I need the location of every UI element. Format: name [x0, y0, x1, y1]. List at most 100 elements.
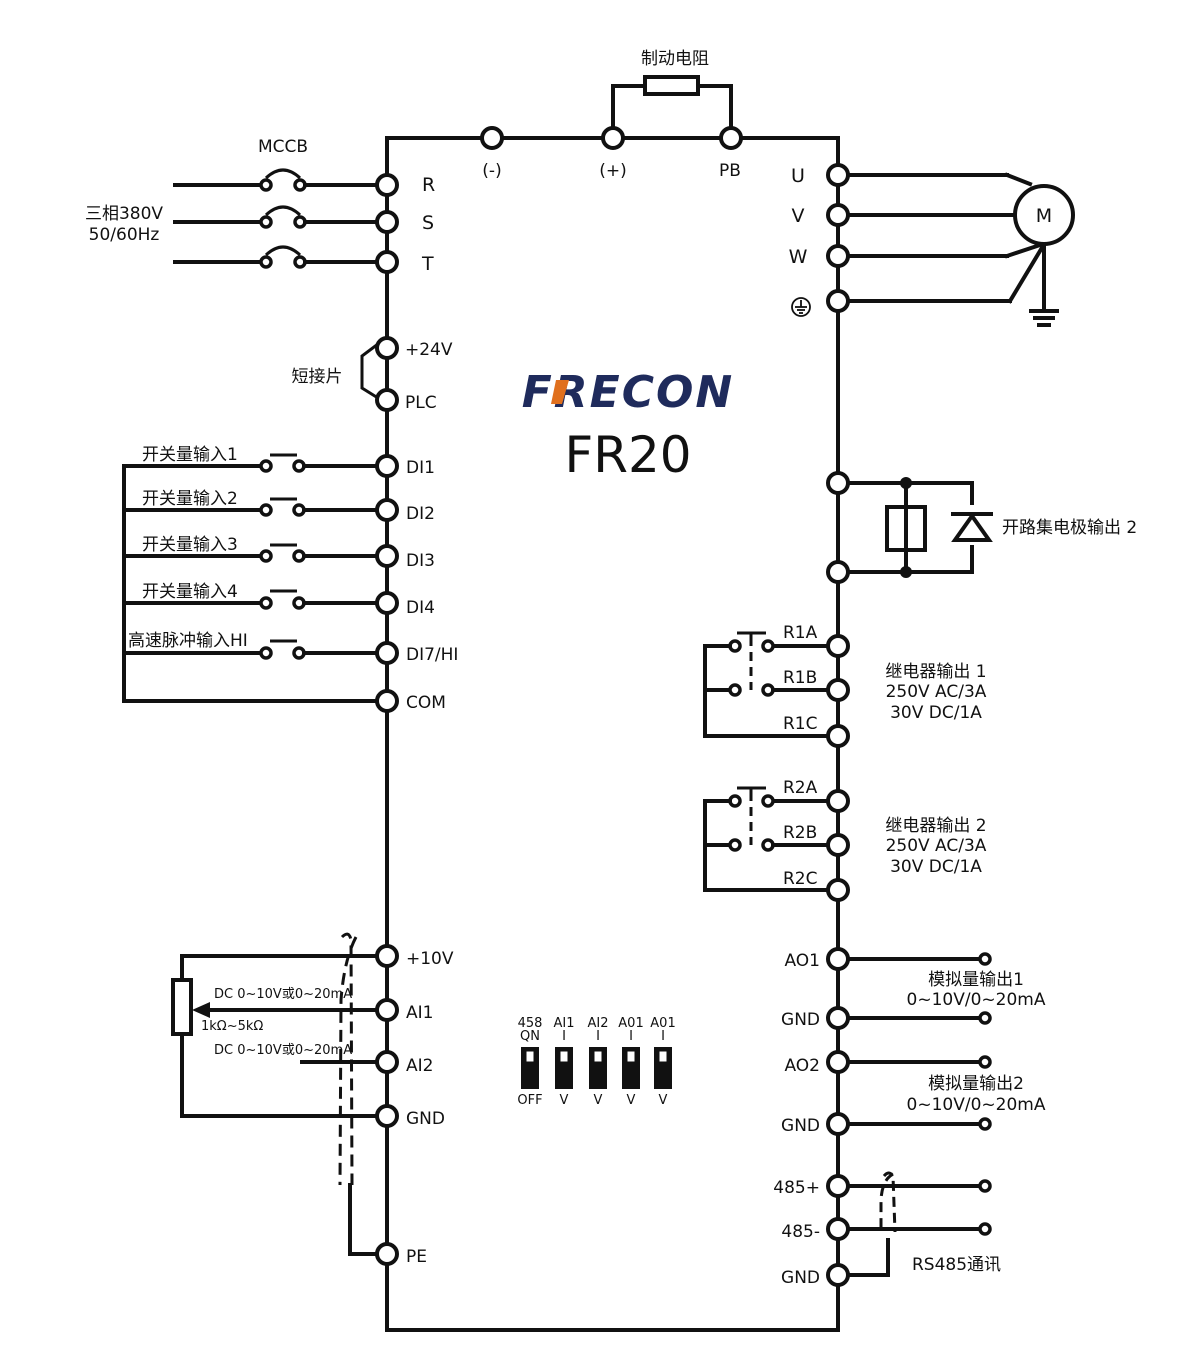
di3-label: 开关量输入3: [142, 535, 238, 555]
dip-label-bottom: V: [659, 1093, 668, 1108]
ai2-signal-label: DC 0~10V或0~20mA: [214, 1043, 352, 1058]
dip-label-sub: QN: [520, 1029, 540, 1044]
logo-accent: [551, 380, 569, 404]
brake-resistor: [643, 75, 700, 96]
relay-2-rating-ac: 250V AC/3A: [886, 836, 987, 856]
di-row: 开关量输入4 DI4: [122, 582, 435, 618]
pot-range-label: 1kΩ~5kΩ: [201, 1019, 263, 1034]
terminal-gnd-left-label: GND: [406, 1109, 445, 1129]
terminal-di3: [375, 544, 399, 568]
terminal-t-label: T: [421, 253, 434, 275]
di2-terminal-label: DI2: [406, 504, 435, 524]
terminal-ai2: [375, 1050, 399, 1074]
dip-switch[interactable]: A01 I V: [618, 1016, 643, 1108]
di-row: 高速脉冲输入HI DI7/HI: [122, 631, 458, 665]
dip-label-top: AI2: [588, 1016, 609, 1031]
terminal-gnd-left: [375, 1104, 399, 1128]
ground-icon: [1029, 242, 1059, 327]
terminal-gnd-ao1: [826, 1006, 850, 1030]
terminal-r1c: [826, 724, 850, 748]
dip-switch[interactable]: 458 QN OFF: [517, 1016, 542, 1108]
relay-1-section: R1A R1B R1C 继电器输出 1 250V AC/3A 30V DC/1A: [703, 623, 987, 748]
ao2-title: 模拟量输出2: [928, 1074, 1024, 1094]
dip-label-sub: I: [661, 1029, 665, 1044]
motor-output-section: M U V W: [789, 163, 1075, 327]
rs485-section: 485+ 485- GND RS485通讯: [773, 1171, 1001, 1288]
terminal-r2a: [826, 789, 850, 813]
di4-label: 开关量输入4: [142, 582, 238, 602]
ao2-gnd-label: GND: [781, 1116, 820, 1136]
terminal-pb: [719, 126, 743, 150]
supply-label-2: 50/60Hz: [89, 225, 160, 245]
mains-input-section: MCCB 三相380V 50/60Hz R S T: [85, 137, 435, 275]
terminal-r: [375, 173, 399, 197]
terminal-di4: [375, 591, 399, 615]
terminal-485-plus: [826, 1174, 850, 1198]
terminal-w-label: W: [789, 246, 808, 268]
potentiometer: [171, 978, 193, 1036]
terminal-485-minus: [826, 1217, 850, 1241]
terminal-ao1: [826, 947, 850, 971]
di7-terminal-label: DI7/HI: [406, 645, 458, 665]
ao1-range: 0~10V/0~20mA: [907, 990, 1046, 1010]
terminal-r2c: [826, 878, 850, 902]
terminal-dc-minus: [480, 126, 504, 150]
motor-label: M: [1036, 205, 1052, 227]
terminal-r-label: R: [422, 174, 435, 196]
terminal-v-label: V: [792, 205, 805, 227]
digital-input-section: COM 开关量输入1 DI1 开关量输入2 DI2 开关量输入3: [122, 445, 458, 713]
485-minus-label: 485-: [781, 1222, 820, 1242]
terminal-s-label: S: [422, 212, 434, 234]
terminal-u: [826, 163, 850, 187]
terminal-com-label: COM: [406, 693, 446, 713]
di3-terminal-label: DI3: [406, 551, 435, 571]
di7-label: 高速脉冲输入HI: [128, 631, 248, 651]
diode-icon: [950, 505, 994, 545]
analog-output-section: AO1 GND AO2 GND 模拟量输出1 0~10V/0~20mA 模拟量输…: [781, 947, 1046, 1136]
terminal-pb-label: PB: [719, 161, 741, 181]
dip-label-bottom: V: [594, 1093, 603, 1108]
terminal-10v-label: +10V: [406, 949, 454, 969]
dip-switch[interactable]: A01 I V: [650, 1016, 675, 1108]
terminal-pe-label: PE: [406, 1247, 427, 1267]
r1c-label: R1C: [783, 714, 818, 734]
terminal-pe: [375, 1242, 399, 1266]
terminal-plc: [375, 388, 399, 412]
dip-label-sub: I: [629, 1029, 633, 1044]
terminal-w: [826, 244, 850, 268]
terminal-plc-label: PLC: [405, 393, 437, 413]
dip-switch[interactable]: AI2 I V: [588, 1016, 609, 1108]
ao2-range: 0~10V/0~20mA: [907, 1095, 1046, 1115]
terminal-gnd-ao2: [826, 1112, 850, 1136]
terminal-dc-minus-label: (-): [482, 161, 501, 181]
r1a-label: R1A: [783, 623, 818, 643]
terminal-s: [375, 210, 399, 234]
drive-enclosure: [385, 136, 840, 1332]
terminal-di7-hi: [375, 641, 399, 665]
terminal-24v-label: +24V: [405, 340, 453, 360]
485-gnd-label: GND: [781, 1268, 820, 1288]
phase-line-s: [173, 205, 380, 229]
mccb-label: MCCB: [258, 137, 308, 157]
di-row: 开关量输入1 DI1: [122, 445, 435, 478]
terminal-ai2-label: AI2: [406, 1056, 433, 1076]
open-collector-label: 开路集电极输出 2: [1002, 518, 1137, 538]
rs485-label: RS485通讯: [912, 1255, 1001, 1275]
di-row: 开关量输入3 DI3: [122, 535, 435, 571]
dip-label-sub: I: [562, 1029, 566, 1044]
ai1-signal-label: DC 0~10V或0~20mA: [214, 987, 352, 1002]
dip-label-top: AI1: [554, 1016, 575, 1031]
r2b-label: R2B: [783, 823, 817, 843]
dip-label-sub: I: [596, 1029, 600, 1044]
r2a-label: R2A: [783, 778, 818, 798]
terminal-10v: [375, 944, 399, 968]
ao1-title: 模拟量输出1: [928, 970, 1024, 990]
terminal-dc-plus: [601, 126, 625, 150]
terminal-dc-plus-label: (+): [599, 161, 627, 181]
relay-2-title: 继电器输出 2: [885, 816, 986, 836]
dip-switch[interactable]: AI1 I V: [554, 1016, 575, 1108]
dip-label-top: A01: [650, 1016, 675, 1031]
di1-terminal-label: DI1: [406, 458, 435, 478]
r2c-label: R2C: [783, 869, 818, 889]
